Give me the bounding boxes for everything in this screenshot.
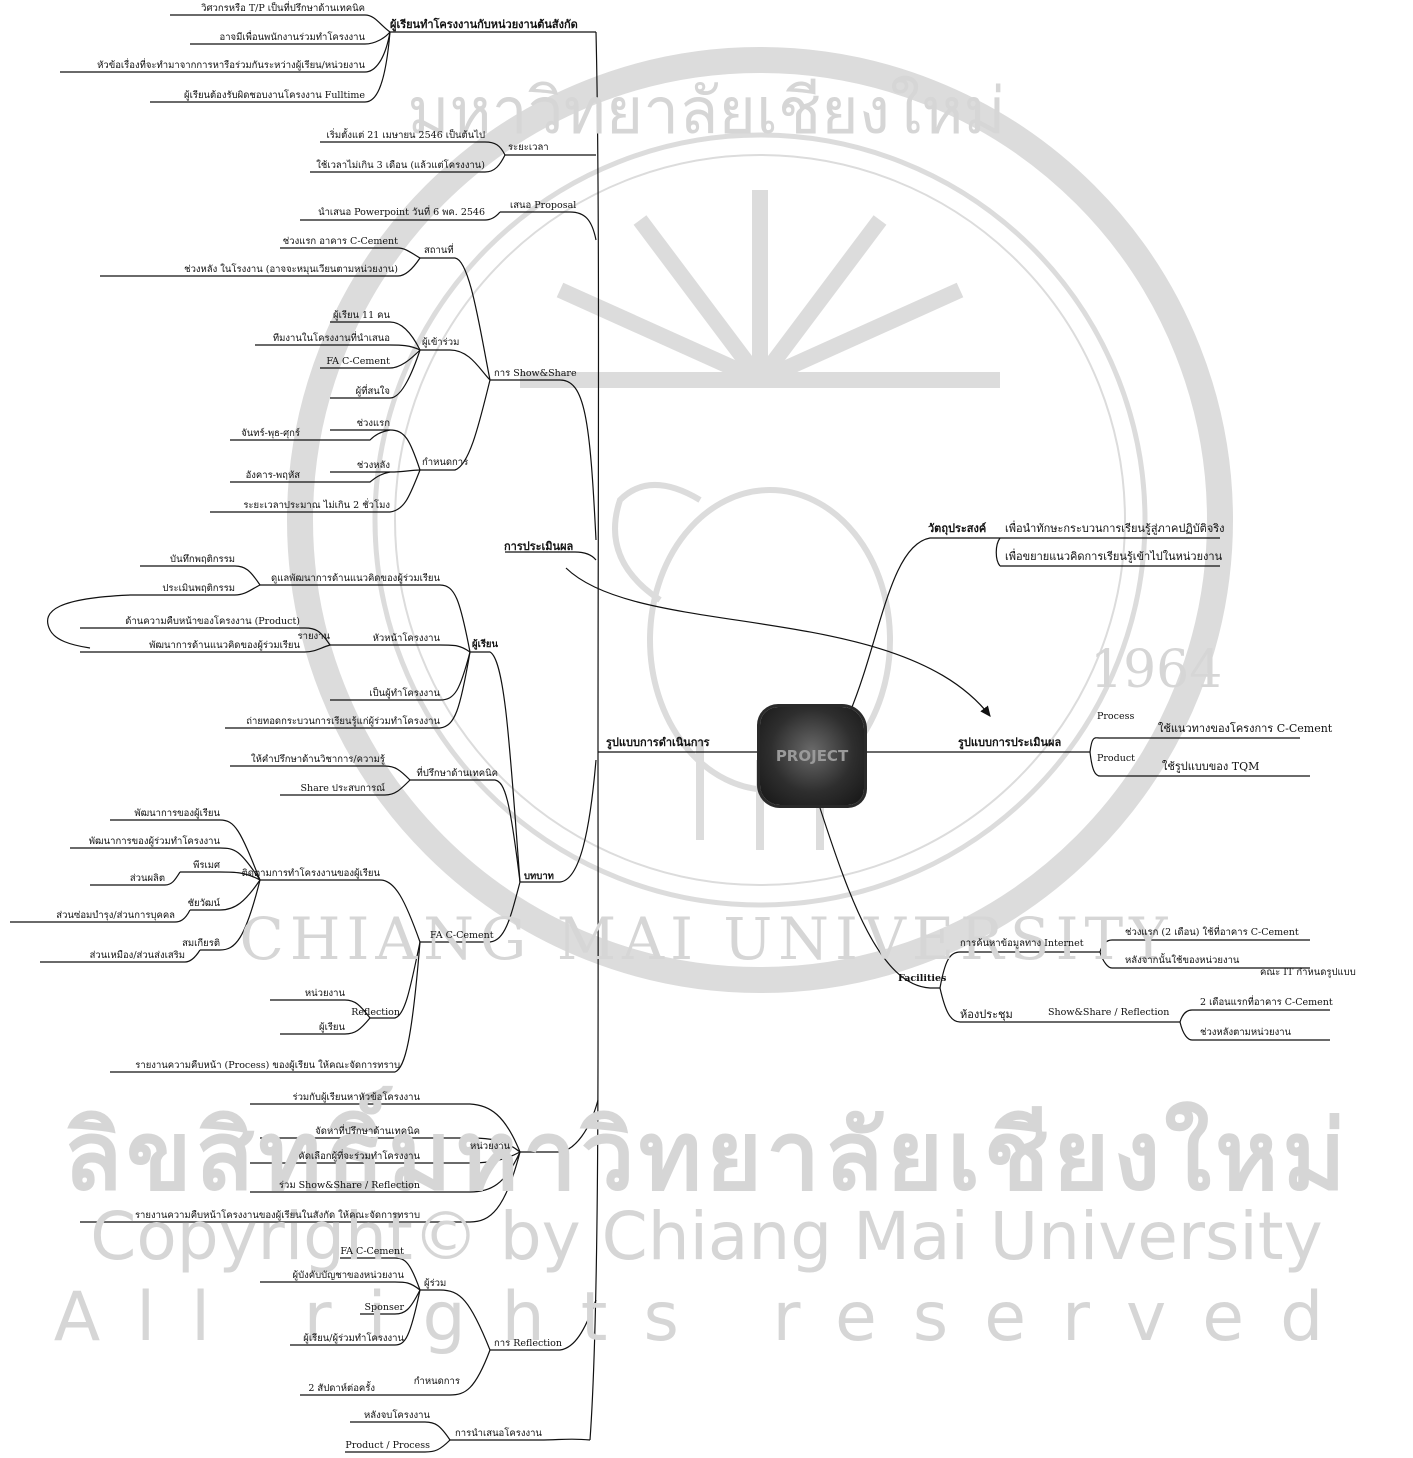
workplace-item: วิศวกรหรือ T/P เป็นที่ปรึกษาด้านเทคนิค	[201, 3, 365, 14]
schedule-first-days: จันทร์-พุธ-ศุกร์	[241, 428, 300, 439]
lead-item: พัฒนาการด้านแนวคิดของผู้ร่วมเรียน	[149, 640, 300, 651]
reflection-schedule-item: 2 สัปดาห์ต่อครั้ง	[308, 1383, 375, 1394]
learner-owner: เป็นผู้ทำโครงงาน	[369, 688, 440, 699]
duration-item: เริ่มตั้งแต่ 21 เมษายน 2546 เป็นต้นไป	[326, 130, 485, 141]
seal-ring-bottom-text: CHIANG MAI UNIVERSITY	[239, 905, 1174, 973]
develop-item: บันทึกพฤติกรรม	[170, 554, 235, 565]
unit-item: คัดเลือกผู้ที่จะร่วมทำโครงงาน	[298, 1151, 420, 1162]
fa-report: รายงานความคืบหน้า (Process) ของผู้เรียน …	[135, 1060, 400, 1071]
participant-item: FA C-Cement	[326, 356, 390, 367]
fa-reflection: Reflection	[351, 1007, 400, 1018]
workplace-item: ผู้เรียนต้องรับผิดชอบงานโครงงาน Fulltime	[184, 90, 365, 101]
lead-report: รายงาน	[297, 631, 330, 642]
evaluation-left-label[interactable]: การประเมินผล	[504, 540, 574, 553]
schedule-length: ระยะเวลาประมาณ ไม่เกิน 2 ชั่วโมง	[243, 500, 390, 511]
evaluation-process-value: ใช้แนวทางของโครงการ C-Cement	[1158, 722, 1333, 735]
meeting-room-label: ห้องประชุม	[960, 1008, 1013, 1021]
schedule-later: ช่วงหลัง	[356, 460, 390, 471]
learner-develop: ดูแลพัฒนาการด้านแนวคิดของผู้ร่วมเรียน	[271, 573, 440, 584]
showshare-branch[interactable]: การ Show&Share	[494, 368, 577, 379]
unit-item: จัดหาที่ปรึกษาด้านเทคนิค	[315, 1126, 420, 1137]
reflection-participant: ผู้บังคับบัญชาของหน่วยงาน	[292, 1270, 405, 1281]
advisor-item: Share ประสบการณ์	[300, 783, 385, 794]
fa-person: พีรเมศ	[193, 860, 220, 871]
watermark-thai-text: ลิขสิทธิ์มหาวิทยาลัยเชียงใหม่	[63, 1100, 1350, 1212]
operation-branch[interactable]: รูปแบบการดำเนินการ	[606, 736, 710, 749]
place-item: ช่วงแรก อาคาร C-Cement	[282, 236, 398, 247]
fa-reflection-item: หน่วยงาน	[304, 988, 345, 999]
participant-item: ผู้ที่สนใจ	[355, 386, 390, 397]
roles-branch[interactable]: บทบาท	[524, 871, 554, 882]
participants-label: ผู้เข้าร่วม	[422, 337, 460, 348]
unit-item: ร่วมกับผู้เรียนหาหัวข้อโครงงาน	[292, 1092, 420, 1103]
meeting-sub: Show&Share / Reflection	[1048, 1007, 1170, 1018]
advisor-item: ให้คำปรึกษาด้านวิชาการ/ความรู้	[251, 754, 385, 765]
internet-label: การค้นหาข้อมูลทาง Internet	[960, 938, 1084, 949]
fa-person: สมเกียรติ	[182, 938, 220, 949]
evaluation-branch[interactable]: รูปแบบการประเมินผล	[958, 736, 1062, 749]
place-item: ช่วงหลัง ในโรงงาน (อาจจะหมุนเวียนตามหน่ว…	[184, 264, 398, 275]
unit-item: ร่วม Show&Share / Reflection	[278, 1180, 420, 1191]
seal-year-text: 1964	[1090, 640, 1223, 700]
learner-transfer: ถ่ายทอดกระบวนการเรียนรู้แก่ผู้ร่วมทำโครง…	[246, 716, 440, 727]
reflection-schedule-label: กำหนดการ	[413, 1376, 460, 1387]
facilities-branch[interactable]: Facilities	[898, 973, 947, 984]
proposal-item: นำเสนอ Powerpoint วันที่ 6 พค. 2546	[318, 207, 485, 218]
present-item: Product / Process	[345, 1440, 430, 1451]
fa-dept: ส่วนผลิต	[129, 873, 165, 884]
learner-branch[interactable]: ผู้เรียน	[472, 639, 498, 650]
reflection-participant: ผู้เรียน/ผู้ร่วมทำโครงงาน	[303, 1333, 404, 1344]
meeting-first: 2 เดือนแรกที่อาคาร C-Cement	[1200, 997, 1333, 1008]
develop-item: ประเมินพฤติกรรม	[162, 583, 235, 594]
meeting-after: ช่วงหลังตามหน่วยงาน	[1200, 1027, 1292, 1038]
objectives-branch[interactable]: วัตถุประสงค์	[928, 522, 987, 535]
reflection-participants-label: ผู้ร่วม	[424, 1278, 447, 1289]
internet-after: หลังจากนั้นใช้ของหน่วยงาน	[1125, 955, 1240, 966]
internet-first: ช่วงแรก (2 เดือน) ใช้ที่อาคาร C-Cement	[1125, 927, 1299, 938]
fa-follow-item: พัฒนาการของผู้เรียน	[134, 808, 220, 819]
evaluation-process-label: Process	[1097, 711, 1135, 722]
objective-item: เพื่อขยายแนวคิดการเรียนรู้เข้าไปในหน่วยง…	[1005, 550, 1223, 563]
duration-branch[interactable]: ระยะเวลา	[508, 142, 549, 153]
schedule-first: ช่วงแรก	[356, 418, 390, 429]
lead-item: ด้านความคืบหน้าของโครงงาน (Product)	[125, 616, 300, 627]
place-label: สถานที่	[424, 245, 454, 256]
fa-person: ชัยวัฒน์	[187, 898, 220, 909]
workplace-item: หัวข้อเรื่องที่จะทำมาจากการหารือร่วมกันร…	[97, 60, 365, 71]
present-branch[interactable]: การนำเสนอโครงงาน	[455, 1428, 542, 1439]
participant-item: ผู้เรียน 11 คน	[333, 310, 390, 321]
advisor-branch[interactable]: ที่ปรึกษาด้านเทคนิค	[416, 768, 498, 779]
fa-reflection-item: ผู้เรียน	[319, 1022, 345, 1033]
duration-item: ใช้เวลาไม่เกิน 3 เดือน (แล้วแต่โครงงาน)	[316, 160, 485, 171]
fa-follow: ติดตามการทำโครงงานของผู้เรียน	[241, 868, 380, 879]
participant-item: ทีมงานในโครงงานที่นำเสนอ	[272, 333, 390, 344]
watermark-copyright-text: Copyright© by Chiang Mai University	[90, 1198, 1323, 1275]
fa-follow-item: พัฒนาการของผู้ร่วมทำโครงงาน	[88, 836, 220, 847]
reflection-participant: Sponser	[364, 1302, 404, 1313]
fa-dept: ส่วนซ่อมบำรุง/ส่วนการบุคคล	[56, 910, 175, 921]
evaluation-product-value: ใช้รูปแบบของ TQM	[1162, 760, 1260, 773]
workplace-branch[interactable]: ผู้เรียนทำโครงงานกับหน่วยงานต้นสังกัด	[390, 18, 578, 31]
fa-branch[interactable]: FA C-Cement	[430, 930, 494, 941]
center-node[interactable]: PROJECT	[760, 707, 864, 805]
reflection-branch[interactable]: การ Reflection	[494, 1338, 562, 1349]
internet-it: คณะ IT กำหนดรูปแบบ	[1260, 967, 1356, 978]
watermark-rights-text: All rights reserved	[53, 1278, 1360, 1357]
unit-branch[interactable]: หน่วยงาน	[470, 1141, 511, 1152]
workplace-item: อาจมีเพื่อนพนักงานร่วมทำโครงงาน	[219, 32, 365, 43]
present-item: หลังจบโครงงาน	[364, 1410, 430, 1421]
fa-dept: ส่วนเหมือง/ส่วนส่งเสริม	[89, 950, 185, 961]
center-title: PROJECT	[775, 747, 849, 765]
evaluation-product-label: Product	[1097, 753, 1135, 764]
schedule-later-days: อังคาร-พฤหัส	[245, 470, 300, 481]
reflection-participant: FA C-Cement	[340, 1246, 404, 1257]
learner-lead: หัวหน้าโครงงาน	[372, 633, 440, 644]
seal-ring-top-text: มหาวิทยาลัยเชียงใหม่	[407, 75, 1006, 149]
proposal-branch[interactable]: เสนอ Proposal	[510, 200, 577, 211]
schedule-label: กำหนดการ	[422, 457, 469, 468]
objective-item: เพื่อนำทักษะกระบวนการเรียนรู้สู่ภาคปฏิบั…	[1005, 522, 1225, 535]
unit-item: รายงานความคืบหน้าโครงงานของผู้เรียนในสัง…	[134, 1210, 420, 1221]
